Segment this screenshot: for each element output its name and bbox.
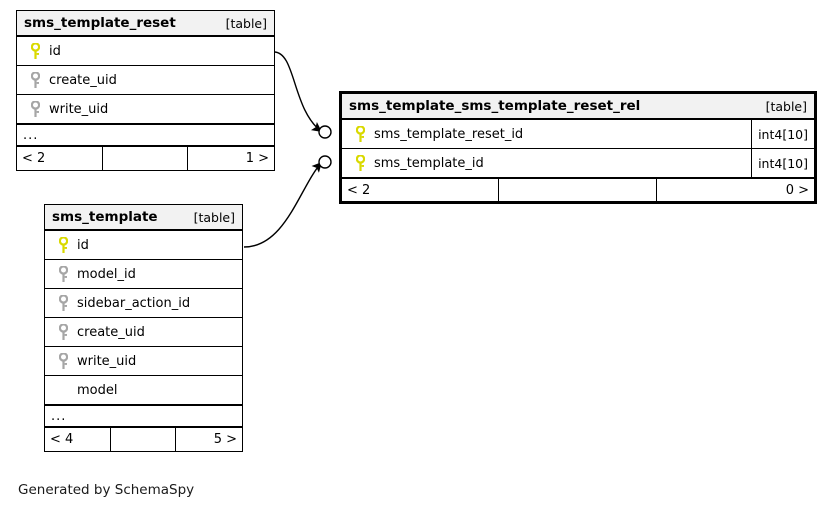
- column-name: create_uid: [49, 72, 117, 88]
- column-cell: model: [45, 383, 242, 398]
- more-columns-indicator: ...: [45, 405, 242, 428]
- column-cell: create_uid: [17, 71, 274, 89]
- footer-middle: [103, 147, 189, 170]
- footer-middle: [499, 179, 657, 201]
- column-cell: id: [45, 236, 242, 254]
- footer-children-count[interactable]: 5 >: [213, 432, 238, 447]
- column-name: sms_template_reset_id: [374, 126, 524, 142]
- table-row[interactable]: create_uid: [45, 318, 242, 347]
- foreign-key-icon: [25, 71, 45, 89]
- footer-children-count[interactable]: 0 >: [785, 182, 809, 198]
- column-cell: id: [17, 42, 274, 60]
- column-name: sidebar_action_id: [77, 295, 191, 311]
- column-cell: sidebar_action_id: [45, 294, 242, 312]
- more-columns-indicator: ...: [17, 124, 274, 147]
- primary-key-icon: [25, 42, 45, 60]
- column-datatype: int4[10]: [751, 120, 814, 148]
- generated-by-note: Generated by SchemaSpy: [18, 482, 195, 498]
- table-kind-label: [table]: [765, 98, 807, 114]
- column-name: model_id: [77, 266, 136, 282]
- column-cell: create_uid: [45, 323, 242, 341]
- table-row[interactable]: id: [17, 37, 274, 66]
- foreign-key-icon: [53, 352, 73, 370]
- column-cell: sms_template_reset_id: [342, 125, 751, 143]
- table-footer: < 2 1 >: [17, 147, 274, 170]
- table-title: sms_template_sms_template_reset_rel: [349, 98, 641, 114]
- footer-children-count[interactable]: 1 >: [245, 151, 270, 166]
- table-row[interactable]: id: [45, 231, 242, 260]
- table-header: sms_template [table]: [45, 205, 242, 231]
- table-card-sms-template-sms-template-reset-rel[interactable]: sms_template_sms_template_reset_rel [tab…: [339, 91, 817, 204]
- table-header: sms_template_reset [table]: [17, 11, 274, 37]
- table-footer: < 2 0 >: [342, 178, 814, 201]
- table-row[interactable]: model_id: [45, 260, 242, 289]
- table-row[interactable]: sms_template_id int4[10]: [342, 149, 814, 178]
- table-row[interactable]: model: [45, 376, 242, 405]
- table-row[interactable]: write_uid: [17, 95, 274, 124]
- foreign-key-icon: [53, 323, 73, 341]
- column-cell: model_id: [45, 265, 242, 283]
- table-row[interactable]: create_uid: [17, 66, 274, 95]
- table-kind-label: [table]: [193, 209, 235, 225]
- column-datatype: int4[10]: [751, 149, 814, 177]
- footer-middle: [111, 428, 177, 451]
- footer-parents-count[interactable]: < 4: [45, 428, 111, 451]
- footer-parents-count[interactable]: < 2: [17, 147, 103, 170]
- column-cell: write_uid: [17, 100, 274, 118]
- relationship-reset-to-rel: [273, 51, 332, 139]
- footer-parents-count[interactable]: < 2: [342, 179, 500, 201]
- table-footer: < 4 5 >: [45, 428, 242, 451]
- table-card-sms-template-reset[interactable]: sms_template_reset [table] id: [16, 10, 275, 171]
- column-name: id: [77, 237, 89, 253]
- foreign-key-icon: [53, 265, 73, 283]
- table-title: sms_template: [52, 209, 158, 225]
- column-cell: sms_template_id: [342, 154, 751, 172]
- column-cell: write_uid: [45, 352, 242, 370]
- table-header: sms_template_sms_template_reset_rel [tab…: [342, 94, 814, 120]
- table-row[interactable]: write_uid: [45, 347, 242, 376]
- table-kind-label: [table]: [225, 15, 267, 31]
- column-name: write_uid: [49, 101, 109, 117]
- column-name: id: [49, 43, 61, 59]
- table-row[interactable]: sidebar_action_id: [45, 289, 242, 318]
- primary-key-icon: [350, 154, 370, 172]
- primary-key-icon: [350, 125, 370, 143]
- column-name: model: [77, 382, 118, 398]
- primary-key-icon: [53, 236, 73, 254]
- table-card-sms-template[interactable]: sms_template [table] id: [44, 204, 243, 452]
- foreign-key-icon: [53, 294, 73, 312]
- column-name: write_uid: [77, 353, 137, 369]
- table-title: sms_template_reset: [24, 15, 176, 31]
- table-row[interactable]: sms_template_reset_id int4[10]: [342, 120, 814, 149]
- column-name: create_uid: [77, 324, 145, 340]
- column-name: sms_template_id: [374, 155, 484, 171]
- foreign-key-icon: [25, 100, 45, 118]
